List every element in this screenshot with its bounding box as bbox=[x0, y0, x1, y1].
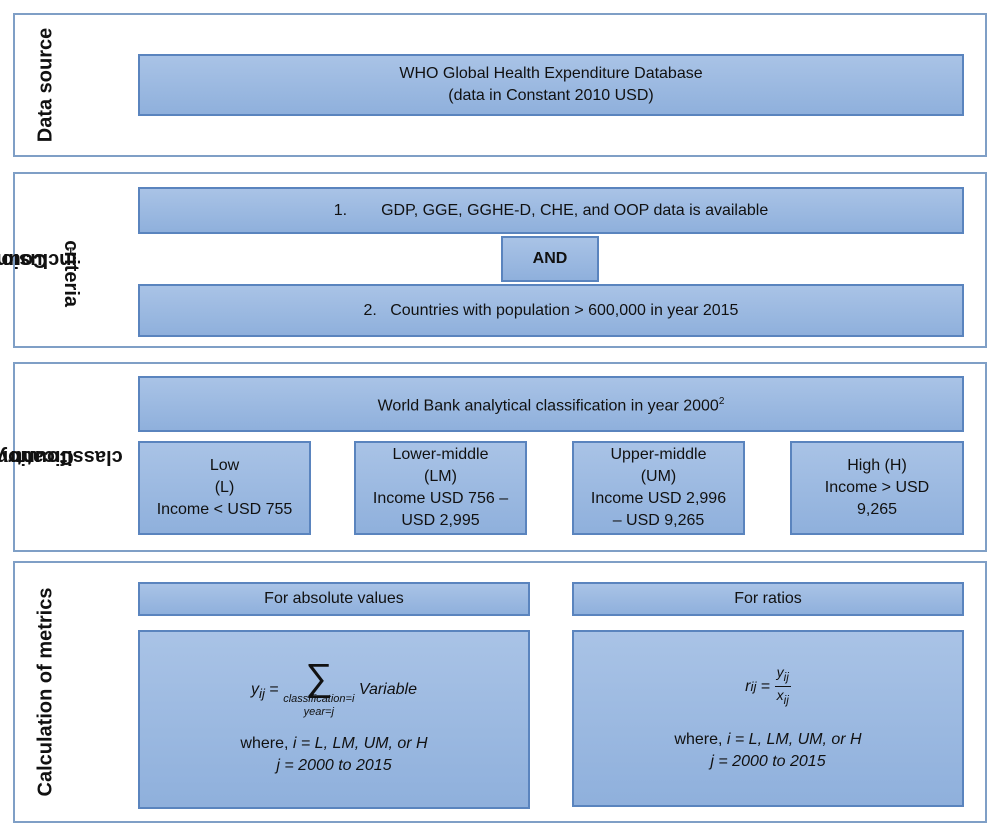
classification-header-box: World Bank analytical classification in … bbox=[138, 376, 964, 432]
metrics-label: Calculation of metrics bbox=[34, 587, 56, 797]
data-source-box: WHO Global Health Expenditure Database (… bbox=[138, 54, 964, 116]
data-source-line1: WHO Global Health Expenditure Database bbox=[399, 65, 703, 82]
criterion-2-box: 2. Countries with population > 600,000 i… bbox=[138, 284, 964, 337]
classification-panel: Country classification World Bank analyt… bbox=[0, 362, 987, 552]
j-values-abs: j = 2000 to 2015 bbox=[276, 756, 392, 774]
criterion-1-text: GDP, GGE, GGHE-D, CHE, and OOP data is a… bbox=[381, 201, 769, 219]
absolute-formula-box: yij = ∑ classification=i year=j Variable… bbox=[138, 630, 530, 809]
criterion-1-number: 1. bbox=[333, 201, 348, 219]
data-source-line2: (data in Constant 2010 USD) bbox=[448, 87, 654, 104]
income-group-low: Low (L) Income < USD 755 bbox=[138, 441, 311, 535]
where-values-abs: i = L, LM, UM, or H bbox=[292, 734, 428, 752]
classification-label: Country classification bbox=[0, 446, 123, 468]
where-values-ratio: i = L, LM, UM, or H bbox=[726, 730, 862, 748]
criterion-2-text: 2. Countries with population > 600,000 i… bbox=[363, 301, 739, 319]
and-box: AND bbox=[501, 236, 599, 282]
income-group-high: High (H) Income > USD 9,265 bbox=[790, 441, 964, 535]
where-label-ratio: where, bbox=[674, 730, 723, 748]
data-source-panel: Data source WHO Global Health Expenditur… bbox=[13, 13, 987, 157]
absolute-formula: yij = ∑ classification=i year=j Variable bbox=[251, 656, 417, 718]
where-label: where, bbox=[240, 734, 289, 752]
j-values-ratio: j = 2000 to 2015 bbox=[710, 752, 826, 770]
criterion-1-box: 1. GDP, GGE, GGHE-D, CHE, and OOP data i… bbox=[138, 187, 964, 234]
income-group-lower-middle: Lower-middle (LM) Income USD 756 – USD 2… bbox=[354, 441, 527, 535]
classification-header-text: World Bank analytical classification in … bbox=[377, 395, 725, 415]
income-group-upper-middle: Upper-middle (UM) Income USD 2,996 – USD… bbox=[572, 441, 745, 535]
ratios-header: For ratios bbox=[572, 582, 964, 616]
and-label: AND bbox=[532, 250, 568, 267]
absolute-values-header: For absolute values bbox=[138, 582, 530, 616]
data-source-label: Data source bbox=[34, 27, 56, 143]
metrics-panel: Calculation of metrics For absolute valu… bbox=[13, 561, 987, 823]
